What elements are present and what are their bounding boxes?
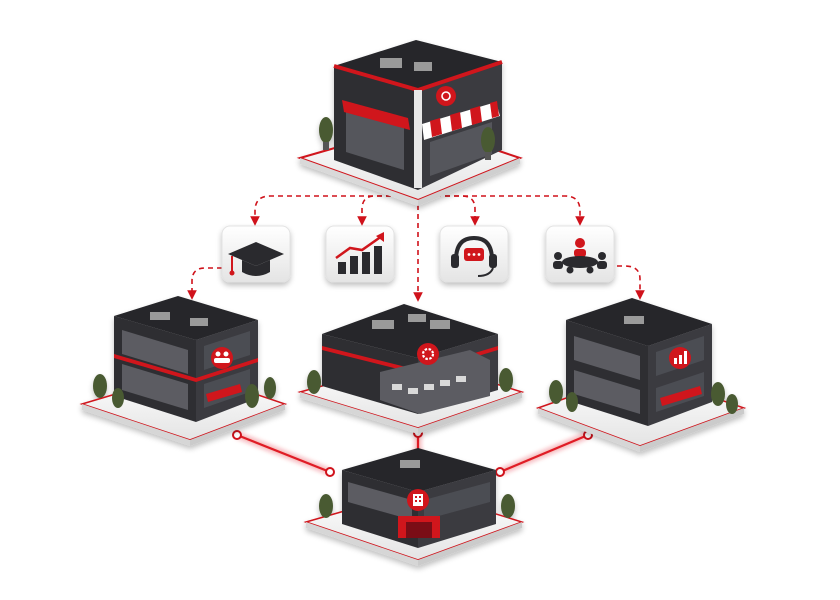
gear-icon bbox=[417, 343, 439, 365]
service-tile-customer-support bbox=[439, 225, 509, 283]
headquarters-trees bbox=[319, 494, 515, 518]
connector-meetings bbox=[418, 195, 585, 226]
regional-headquarters bbox=[303, 448, 525, 566]
store-badge-icon bbox=[436, 86, 456, 106]
service-tile-team-meetings bbox=[545, 225, 615, 283]
connector-meetings-to-analytics-office bbox=[608, 265, 645, 300]
people-office-trees bbox=[93, 374, 276, 408]
hub-to-service-connectors bbox=[187, 195, 645, 302]
node-hq-right bbox=[495, 467, 505, 477]
warehouse-workstations bbox=[392, 376, 466, 394]
service-tile-training bbox=[221, 225, 291, 283]
connector-growth bbox=[357, 195, 418, 226]
connector-training bbox=[250, 195, 418, 226]
service-tile-growth-analytics bbox=[325, 225, 395, 283]
node-hq-left bbox=[325, 467, 335, 477]
storefront-red-awning-left bbox=[342, 100, 410, 130]
headset-chat-icon bbox=[451, 235, 497, 277]
people-office bbox=[79, 296, 288, 446]
connector-training-to-people-office bbox=[187, 267, 222, 300]
meeting-table-icon bbox=[553, 238, 607, 274]
bar-chart-growth-icon bbox=[335, 232, 384, 274]
link-people-office bbox=[236, 433, 331, 474]
node-people-office bbox=[232, 430, 242, 440]
link-analytics-office bbox=[499, 433, 589, 474]
storefront-trees bbox=[319, 117, 495, 160]
graduation-cap-icon bbox=[228, 242, 284, 276]
service-tiles bbox=[221, 225, 615, 283]
striped-awning bbox=[422, 101, 500, 140]
operations-warehouse bbox=[297, 304, 525, 434]
connector-support bbox=[418, 195, 480, 226]
analytics-office-trees bbox=[549, 380, 738, 414]
franchisor-storefront bbox=[296, 40, 523, 206]
warehouse-trees bbox=[307, 368, 513, 394]
analytics-office bbox=[535, 298, 747, 452]
